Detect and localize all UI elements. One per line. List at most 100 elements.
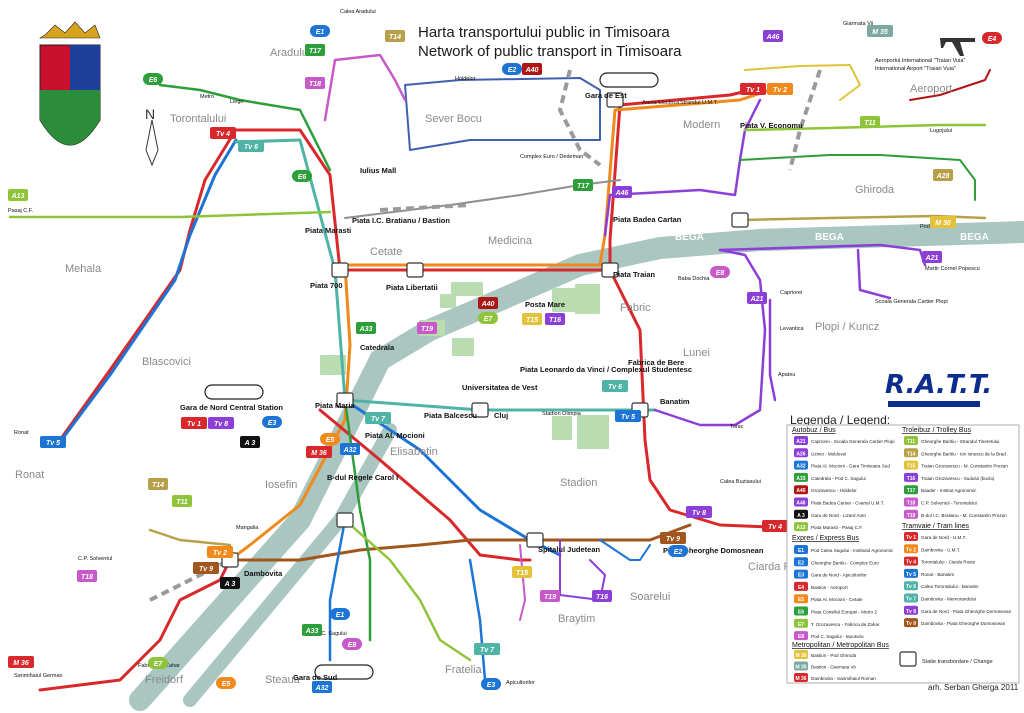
station-label[interactable]: Scoala Generala Cartier Plopi (875, 299, 948, 305)
route-badge[interactable] (417, 322, 437, 334)
route-badge[interactable] (867, 25, 893, 37)
route-badge[interactable] (143, 73, 163, 85)
station-label[interactable]: Sanmihaiul German (14, 673, 63, 679)
station-label[interactable]: Capriorei (780, 290, 802, 296)
route-line[interactable] (323, 53, 407, 122)
station-label[interactable]: Piata Marasti (305, 226, 351, 235)
route-badge[interactable] (668, 545, 688, 557)
station-label[interactable]: Piata Libertatii (386, 283, 438, 292)
station-label[interactable]: Piata Al. Mocioni (365, 431, 425, 440)
route-badge[interactable] (193, 562, 219, 574)
station-label[interactable]: Holdelor (455, 76, 476, 82)
station-label[interactable]: Banatim (660, 397, 690, 406)
route-line[interactable] (228, 523, 692, 562)
station-label[interactable]: Stadion Olimpia (542, 411, 582, 417)
change-station[interactable] (526, 532, 544, 548)
route-badge[interactable] (592, 590, 612, 602)
route-badge[interactable] (922, 251, 942, 263)
route-badge[interactable] (172, 495, 192, 507)
change-station[interactable] (336, 512, 354, 528)
station-label[interactable]: Piata 700 (310, 281, 343, 290)
route-badge[interactable] (292, 170, 312, 182)
route-badge[interactable] (573, 179, 593, 191)
route-badge[interactable] (305, 77, 325, 89)
station-label[interactable]: Posta Mare (525, 300, 565, 309)
route-line[interactable] (343, 88, 772, 267)
station-label[interactable]: Giarmata Vii (843, 21, 873, 27)
route-badge[interactable] (615, 410, 641, 422)
station-label[interactable]: Cluj (494, 411, 508, 420)
route-badge[interactable] (762, 520, 788, 532)
route-badge[interactable] (312, 681, 332, 693)
route-badge[interactable] (767, 83, 793, 95)
route-badge[interactable] (474, 643, 500, 655)
route-line[interactable] (608, 268, 772, 529)
station-label[interactable]: Strandul U.M.T. (680, 100, 718, 106)
station-label[interactable]: Mangalia (236, 525, 259, 531)
route-line[interactable] (856, 248, 892, 300)
station-label[interactable]: Piata I.C. Bratianu / Bastion (352, 216, 450, 225)
station-label[interactable]: Gara de Sud (293, 673, 338, 682)
route-line[interactable] (738, 214, 987, 222)
route-badge[interactable] (310, 25, 330, 37)
station-label[interactable]: Gara de Nord Central Station (180, 403, 283, 412)
route-badge[interactable] (207, 546, 233, 558)
route-line[interactable] (328, 518, 347, 662)
route-line[interactable] (344, 179, 621, 219)
station-label[interactable]: Lugojului (930, 128, 952, 134)
route-badge[interactable] (356, 322, 376, 334)
route-badge[interactable] (710, 266, 730, 278)
route-badge[interactable] (216, 677, 236, 689)
route-badge[interactable] (340, 443, 360, 455)
route-badge[interactable] (208, 417, 234, 429)
station-label[interactable]: Apicultorilor (506, 680, 535, 686)
route-line[interactable] (653, 248, 767, 427)
station-label[interactable]: Piata Badea Cartan (613, 215, 682, 224)
station-label[interactable]: Piata Leonardo da Vinci / Complexul Stud… (520, 365, 692, 374)
route-line[interactable] (228, 263, 352, 562)
station-label[interactable]: Ronat (14, 430, 29, 436)
station-label[interactable]: Dambovita (244, 569, 283, 578)
station-label[interactable]: Fabrica de Bere (628, 358, 684, 367)
station-label[interactable]: Calea Aradului (340, 9, 376, 15)
station-label[interactable]: Aeroportul International "Traian Vuia" (875, 58, 965, 64)
route-line[interactable] (343, 518, 472, 662)
station-label[interactable]: B-dul Regele Carol I (327, 473, 398, 482)
route-badge[interactable] (305, 44, 325, 56)
station-label[interactable]: Pod C. Sagului (310, 631, 347, 637)
route-line[interactable] (743, 123, 987, 132)
route-line[interactable] (768, 298, 777, 402)
route-badge[interactable] (77, 570, 97, 582)
station-label[interactable]: Liege (230, 99, 243, 105)
route-badge[interactable] (481, 678, 501, 690)
route-badge[interactable] (385, 30, 405, 42)
route-line[interactable] (38, 558, 232, 692)
change-station[interactable] (406, 262, 424, 278)
route-line[interactable] (739, 154, 976, 201)
route-line[interactable] (58, 138, 238, 444)
route-badge[interactable] (8, 656, 34, 668)
route-badge[interactable] (148, 478, 168, 490)
change-station[interactable] (331, 262, 349, 278)
station-label[interactable]: Pasaj C.F. (8, 208, 34, 214)
route-badge[interactable] (330, 608, 350, 620)
route-line[interactable] (404, 77, 601, 151)
station-label[interactable]: International Airport "Traian Vuia" (875, 66, 956, 72)
station-label[interactable]: Universitatea de Vest (462, 383, 538, 392)
route-line[interactable] (8, 210, 332, 219)
station-label[interactable]: C.P. Solventul (78, 556, 112, 562)
change-station[interactable] (731, 212, 749, 228)
route-line[interactable] (158, 83, 332, 172)
route-badge[interactable] (148, 657, 168, 669)
route-badge[interactable] (545, 313, 565, 325)
station-label[interactable]: Catedrala (360, 343, 395, 352)
station-label[interactable]: Torac (730, 424, 744, 430)
station-label[interactable]: Complex Euro / Dedeman (520, 154, 583, 160)
route-line[interactable] (343, 398, 372, 642)
station-label[interactable]: Piata V. Economu (740, 121, 803, 130)
route-badge[interactable] (240, 436, 260, 448)
route-badge[interactable] (40, 436, 66, 448)
route-badge[interactable] (342, 638, 362, 650)
route-badge[interactable] (181, 417, 207, 429)
